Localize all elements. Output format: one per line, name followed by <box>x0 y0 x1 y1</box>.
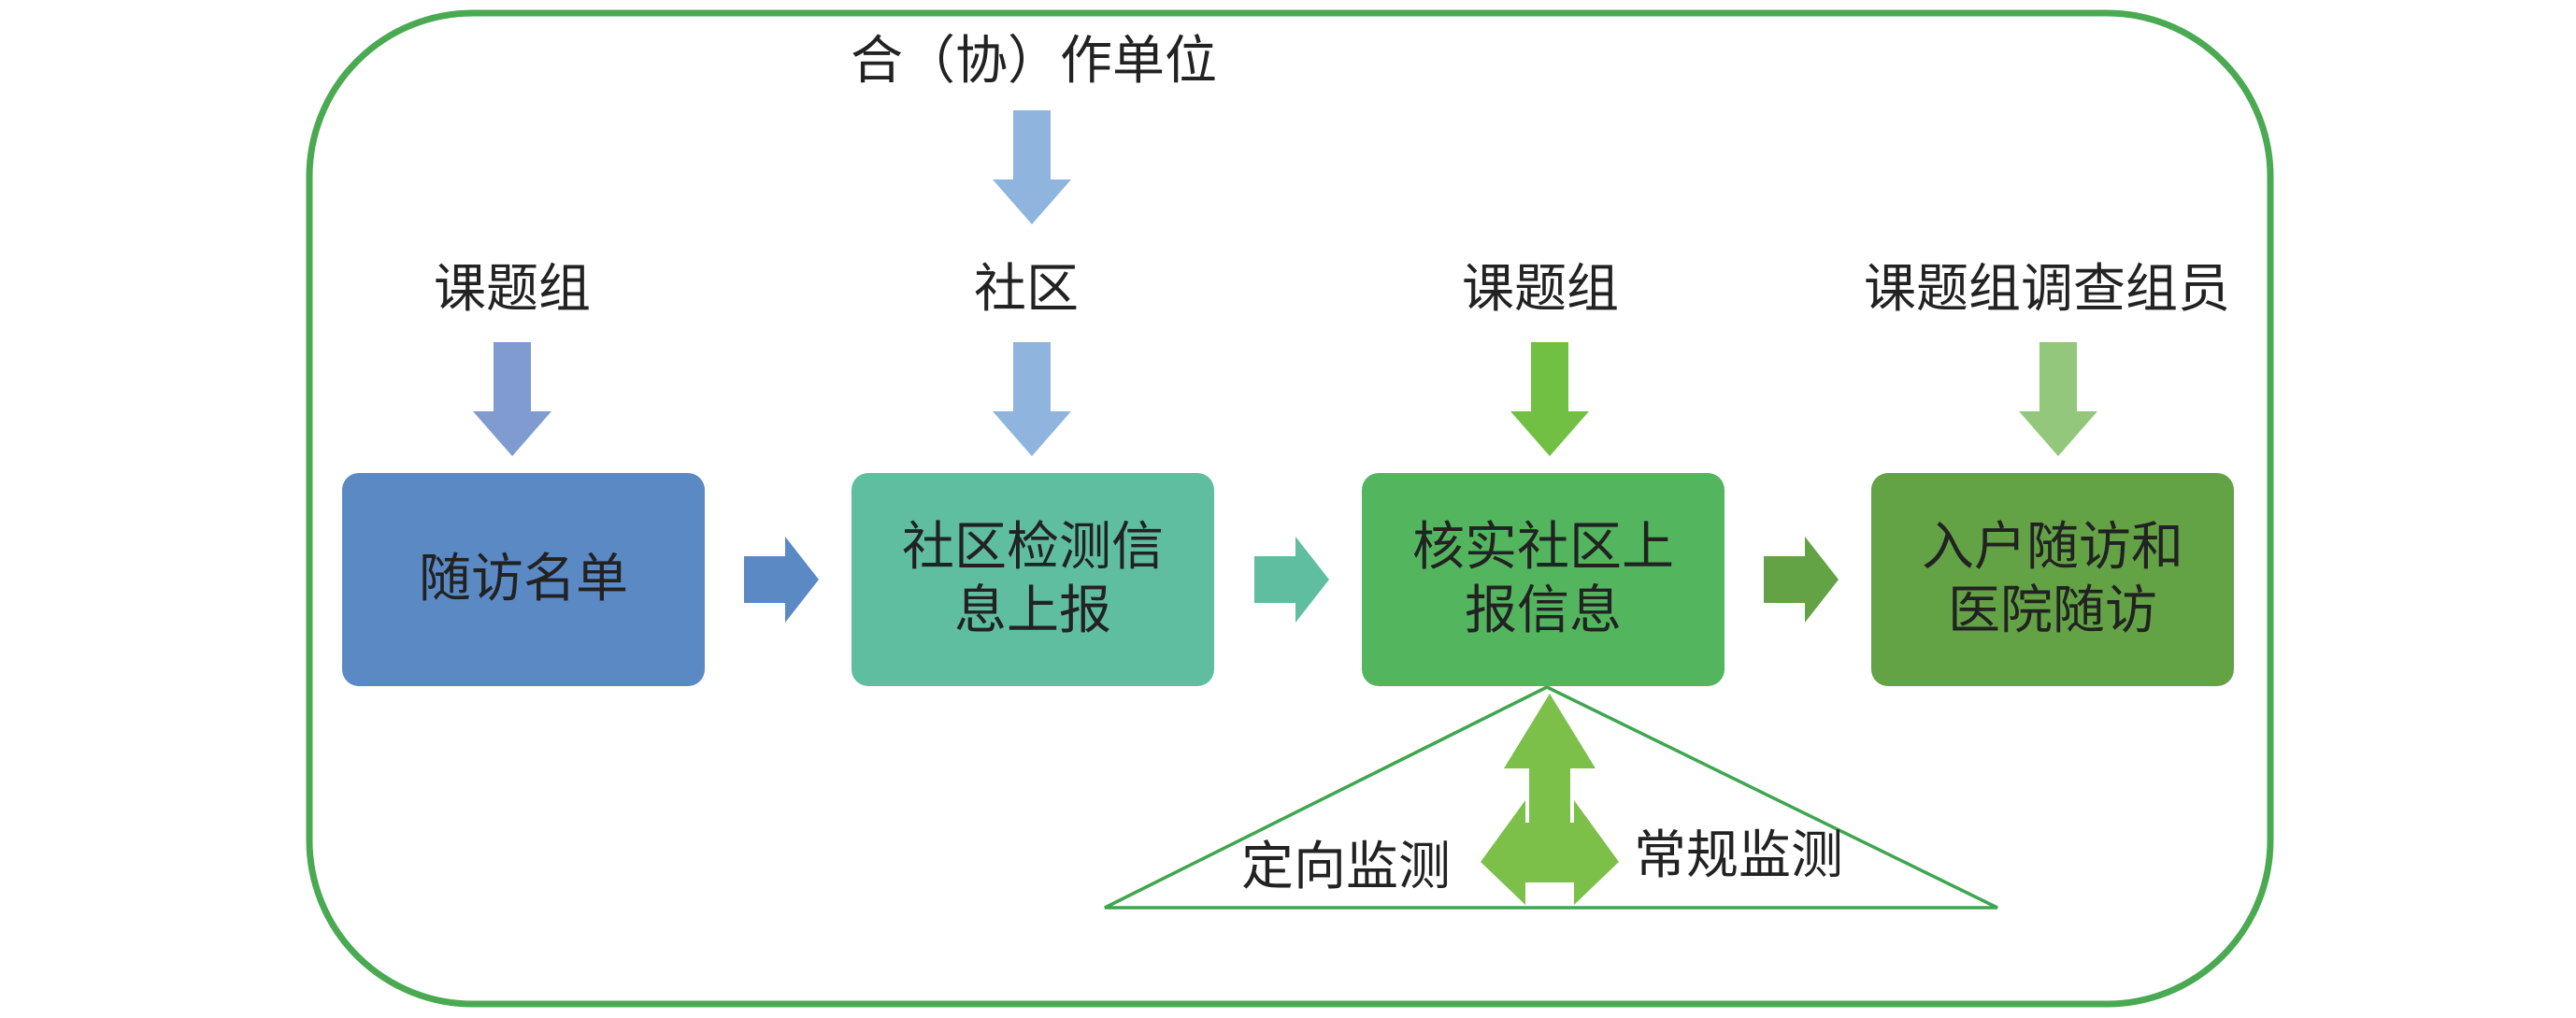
down-arrow-source-2 <box>993 342 1071 456</box>
step-3-line-2: 报信息 <box>1465 581 1622 641</box>
step-4-line-2: 医院随访 <box>1948 581 2157 641</box>
down-arrow-source-4 <box>2019 342 2097 456</box>
partner-unit-label: 合（协）作单位 <box>851 31 1217 92</box>
source-label-3: 课题组 <box>1462 259 1619 320</box>
source-label-1: 课题组 <box>434 259 591 320</box>
source-label-4: 课题组调查组员 <box>1864 259 2230 320</box>
targeted-monitoring-label: 定向监测 <box>1241 837 1451 897</box>
step-2-line-2: 息上报 <box>954 581 1111 641</box>
monitoring-up-arrow <box>1504 694 1596 823</box>
source-label-2: 社区 <box>974 259 1079 320</box>
step-1-line-1: 随访名单 <box>419 548 628 609</box>
flow-arrow-2 <box>1254 537 1329 623</box>
step-3-line-1: 核实社区上 <box>1412 516 1674 578</box>
down-arrow-partner-to-community <box>993 110 1071 224</box>
monitoring-double-arrow <box>1481 800 1619 905</box>
step-box-follow-up-list: 随访名单 <box>342 473 705 686</box>
outer-rounded-frame <box>306 9 2274 1008</box>
flow-arrow-1 <box>744 537 819 623</box>
flow-arrow-3 <box>1764 537 1839 623</box>
step-2-line-1: 社区检测信 <box>902 516 1164 578</box>
step-box-home-hospital-followup: 入户随访和 医院随访 <box>1871 473 2234 686</box>
down-arrow-source-3 <box>1510 342 1589 456</box>
step-box-community-report: 社区检测信 息上报 <box>852 473 1214 686</box>
step-box-verify-report: 核实社区上 报信息 <box>1362 473 1724 686</box>
step-4-line-1: 入户随访和 <box>1922 516 2183 578</box>
routine-monitoring-label: 常规监测 <box>1634 825 1843 886</box>
down-arrow-source-1 <box>473 342 551 456</box>
